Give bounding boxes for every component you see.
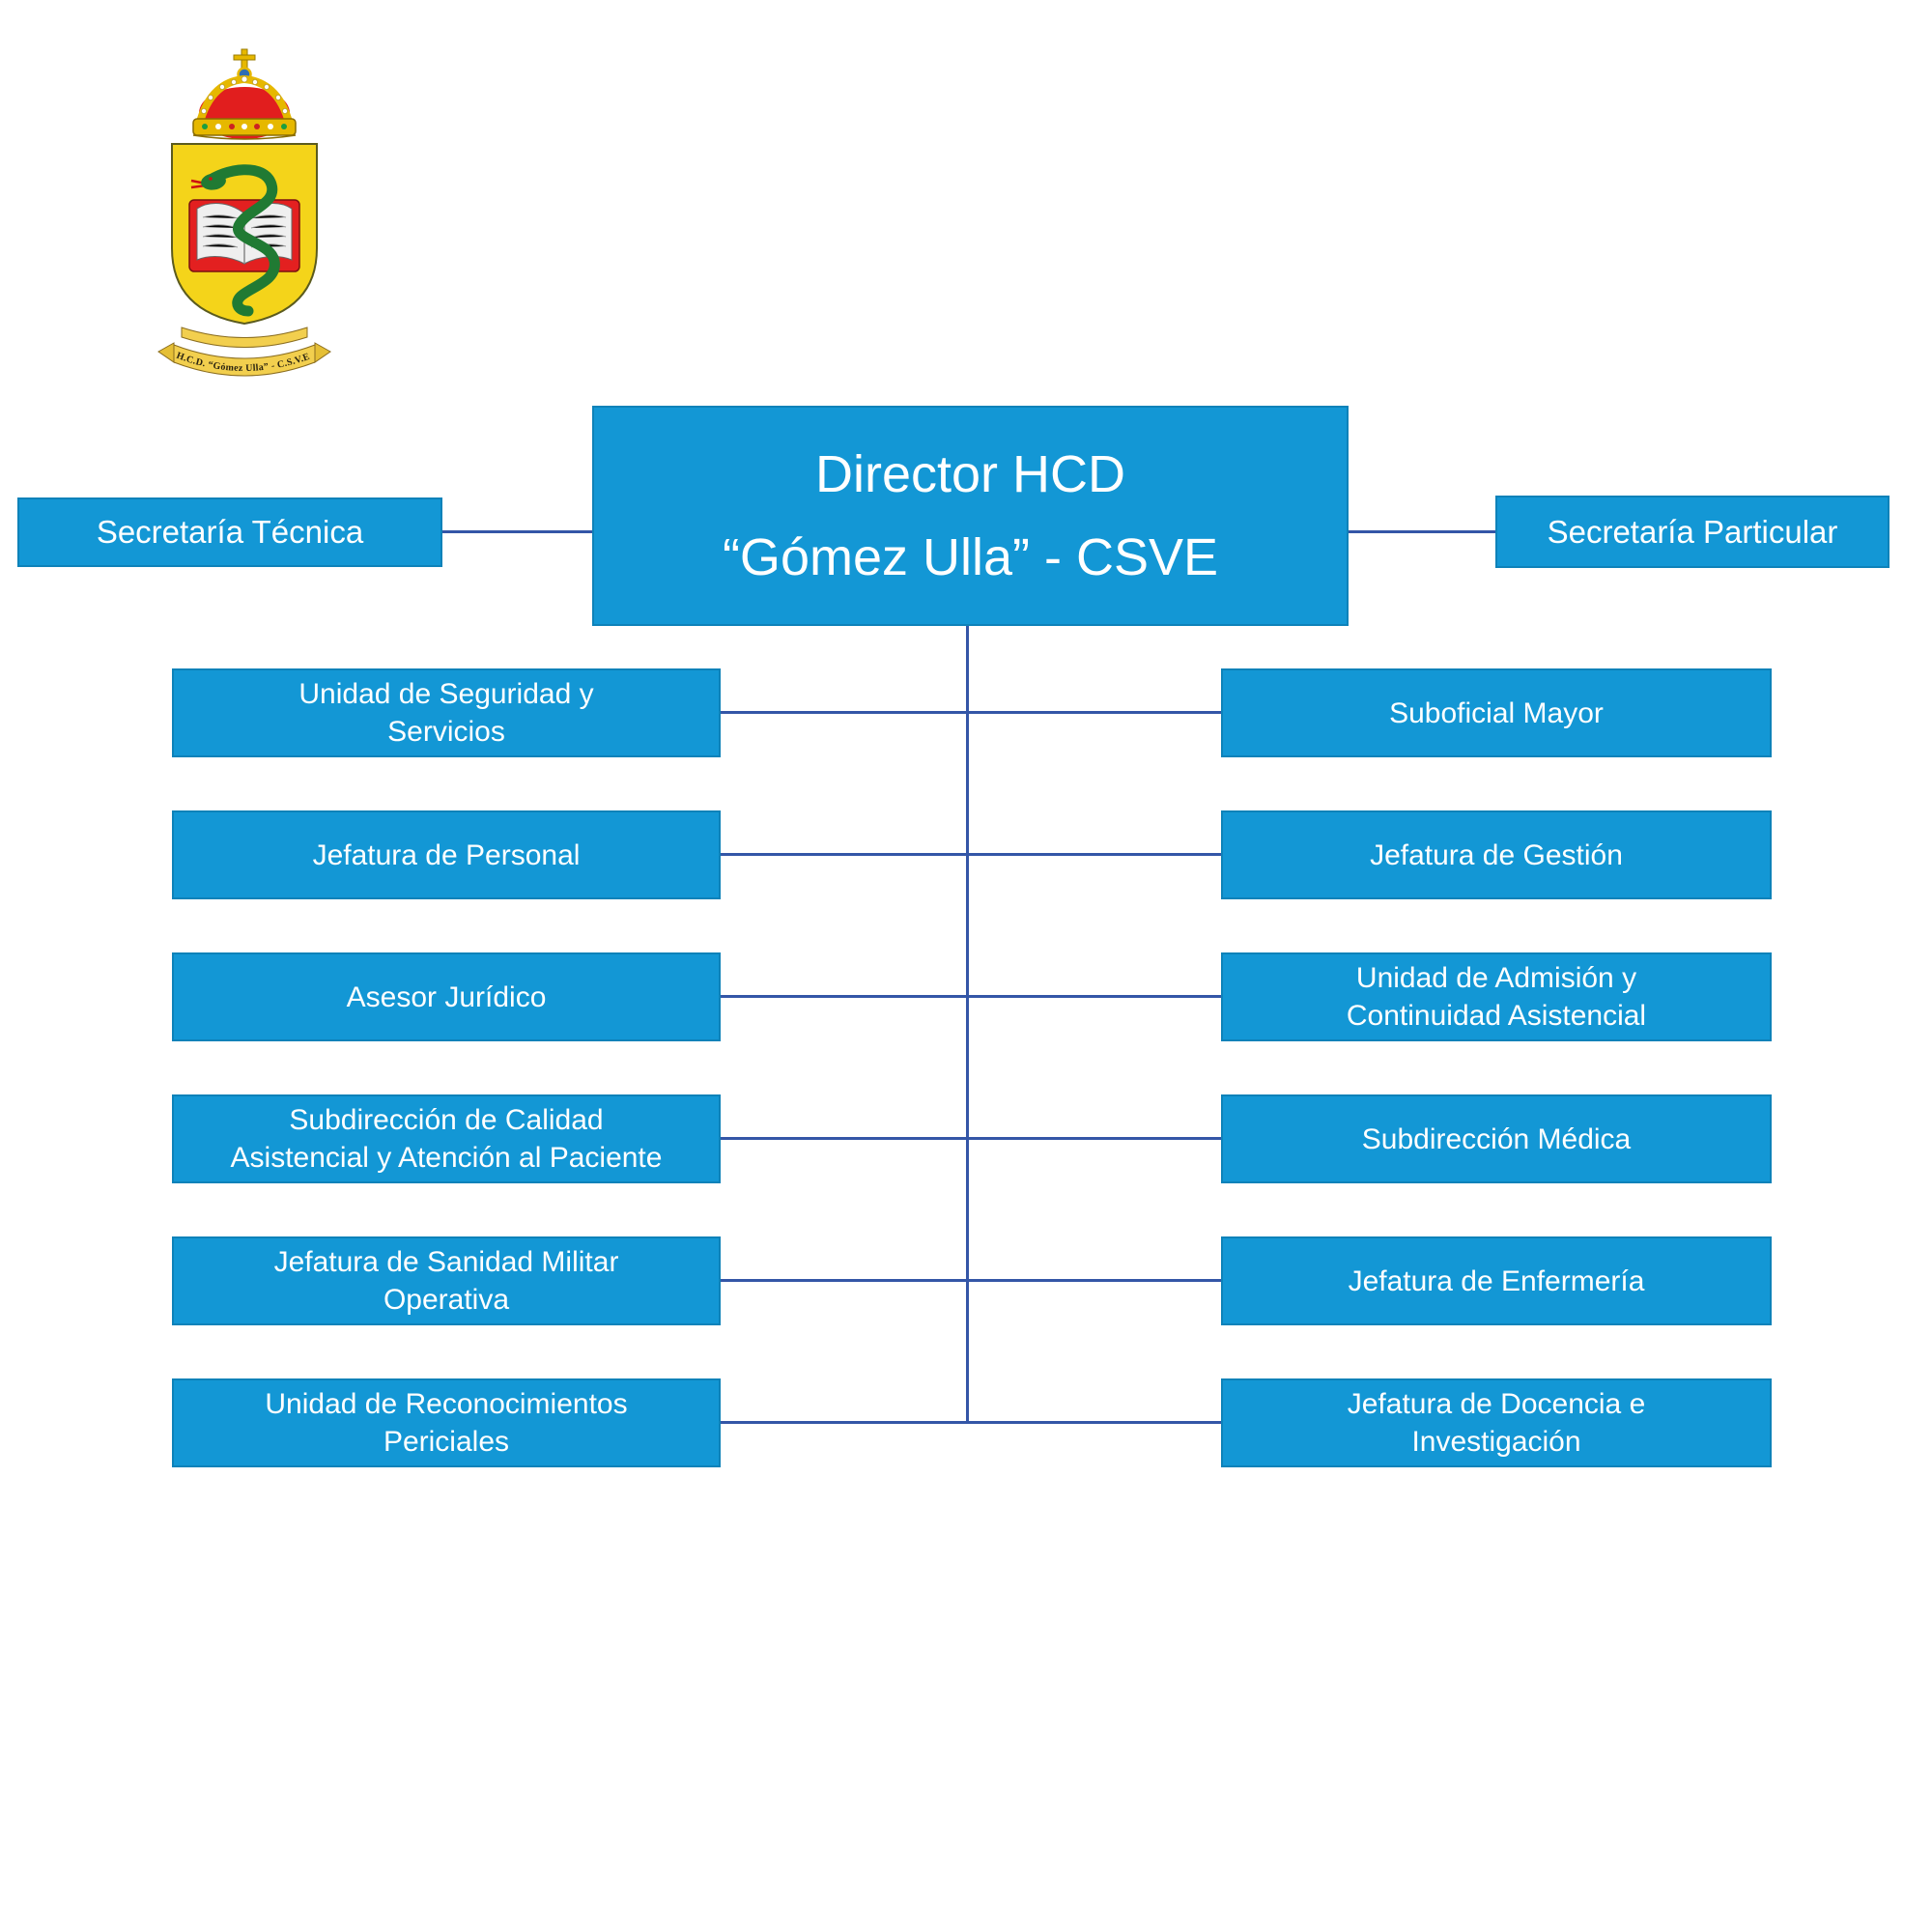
crown-band [192, 118, 297, 140]
box-label: Jefatura de Sanidad Militar Operativa [273, 1246, 619, 1316]
box-jefatura-personal: Jefatura de Personal [172, 810, 721, 899]
box-label: Subdirección de Calidad Asistencial y At… [230, 1104, 663, 1174]
connector-secretaria-particular [1349, 530, 1495, 533]
box-label: Jefatura de Gestión [1370, 838, 1623, 871]
director-box: Director HCD “Gómez Ulla” - CSVE [592, 406, 1349, 626]
connector-secretaria-tecnica [442, 530, 594, 533]
serpent-icon [190, 164, 280, 317]
box-unidad-reconocimientos: Unidad de Reconocimientos Periciales [172, 1378, 721, 1467]
crown-pearls [201, 75, 288, 115]
box-label: Jefatura de Enfermería [1348, 1264, 1645, 1297]
secretaria-tecnica-box: Secretaría Técnica [17, 497, 442, 567]
box-jefatura-enfermeria: Jefatura de Enfermería [1221, 1236, 1772, 1325]
box-unidad-seguridad-servicios: Unidad de Seguridad y Servicios [172, 668, 721, 757]
director-title-line2: “Gómez Ulla” - CSVE [722, 528, 1219, 586]
connector-row-3 [721, 995, 1221, 998]
connector-row-4 [721, 1137, 1221, 1140]
box-subdireccion-calidad: Subdirección de Calidad Asistencial y At… [172, 1094, 721, 1183]
box-label: Asesor Jurídico [346, 980, 547, 1013]
box-unidad-admision: Unidad de Admisión y Continuidad Asisten… [1221, 952, 1772, 1041]
connector-row-6 [721, 1421, 1221, 1424]
connector-row-5 [721, 1279, 1221, 1282]
secretaria-particular-label: Secretaría Particular [1547, 513, 1838, 550]
connector-trunk [966, 626, 969, 1423]
box-asesor-juridico: Asesor Jurídico [172, 952, 721, 1041]
box-label: Unidad de Reconocimientos Periciales [265, 1388, 628, 1458]
box-subdireccion-medica: Subdirección Médica [1221, 1094, 1772, 1183]
director-title-line1: Director HCD [814, 445, 1126, 503]
box-label: Jefatura de Personal [312, 838, 581, 871]
secretaria-tecnica-label: Secretaría Técnica [96, 514, 364, 550]
connector-row-2 [721, 853, 1221, 856]
box-jefatura-gestion: Jefatura de Gestión [1221, 810, 1772, 899]
box-suboficial-mayor: Suboficial Mayor [1221, 668, 1772, 757]
coat-of-arms: H.C.D. “Gómez Ulla” - C.S.V.E. [133, 43, 331, 377]
secretaria-particular-box: Secretaría Particular [1495, 496, 1889, 568]
box-label: Jefatura de Docencia e Investigación [1347, 1388, 1646, 1458]
motto-ribbon [181, 327, 308, 348]
box-jefatura-docencia: Jefatura de Docencia e Investigación [1221, 1378, 1772, 1467]
box-label: Unidad de Seguridad y Servicios [298, 678, 594, 748]
box-label: Subdirección Médica [1361, 1122, 1632, 1155]
box-jefatura-sanidad-militar: Jefatura de Sanidad Militar Operativa [172, 1236, 721, 1325]
box-label: Suboficial Mayor [1389, 696, 1604, 729]
connector-row-1 [721, 711, 1221, 714]
box-label: Unidad de Admisión y Continuidad Asisten… [1346, 962, 1647, 1032]
